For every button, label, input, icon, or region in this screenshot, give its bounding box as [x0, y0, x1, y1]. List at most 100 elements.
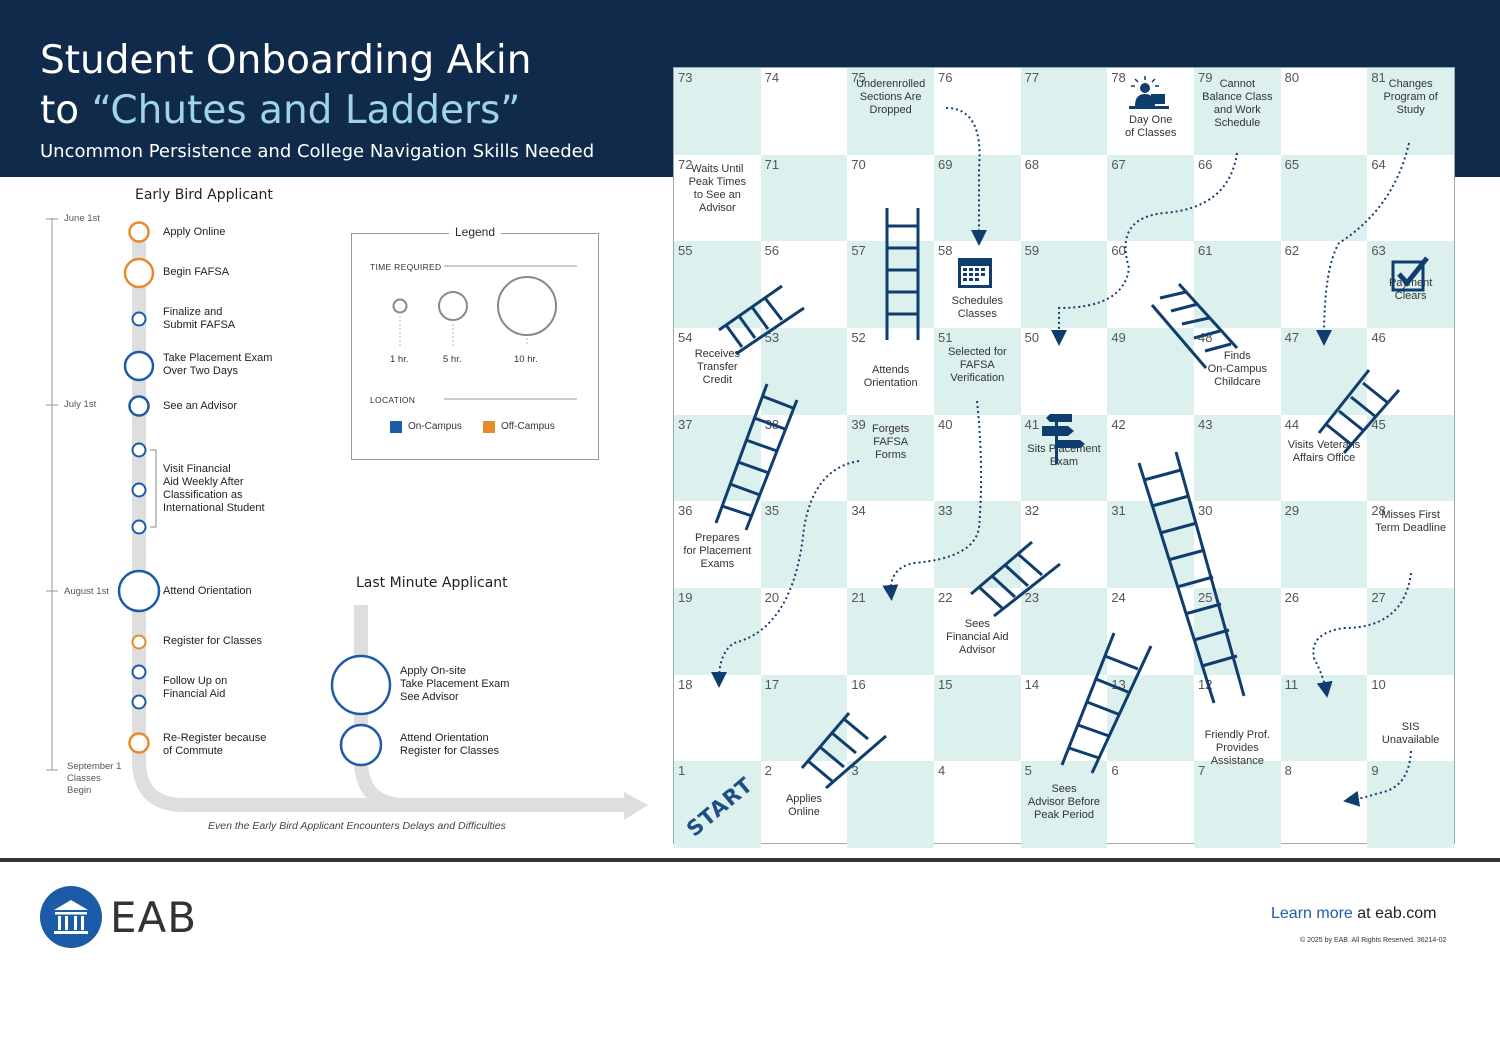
- square-number: 69: [938, 156, 953, 172]
- square-label: Misses First Term Deadline: [1375, 509, 1447, 535]
- ladder-44-45: [1317, 369, 1401, 454]
- eab-logo-icon: [40, 886, 102, 948]
- square-number: 18: [678, 676, 693, 692]
- square-number: 35: [764, 503, 780, 519]
- step-finalize-fafsa: Finalize and Submit FAFSA: [163, 306, 236, 331]
- square-number: 24: [1111, 590, 1126, 605]
- ladder-2-23: [800, 712, 887, 790]
- square-number: 1: [678, 763, 686, 779]
- square-number: 34: [851, 503, 866, 519]
- date-september: September 1 Classes Begin: [67, 761, 122, 796]
- board-square-61: 61: [1194, 241, 1281, 329]
- board-square-71: 71: [760, 154, 848, 242]
- board-square-50: 50: [1021, 328, 1108, 415]
- square-number: 60: [1111, 243, 1126, 259]
- title-line-2: to “Chutes and Ladders”: [40, 86, 531, 136]
- square-number: 29: [1284, 503, 1300, 519]
- square-number: 8: [1284, 763, 1292, 779]
- square-number: 20: [764, 590, 780, 605]
- board-square-80: 80: [1281, 68, 1368, 155]
- square-number: 81: [1371, 70, 1386, 85]
- chute-76-58: [945, 107, 987, 246]
- board-square-23: 23: [1020, 588, 1108, 675]
- square-label: Friendly Prof. Provides Assistance: [1204, 728, 1271, 767]
- square-number: 56: [764, 243, 780, 259]
- title-line-2-prefix: to: [40, 88, 92, 133]
- square-number: 46: [1371, 330, 1386, 345]
- square-number: 7: [1198, 763, 1206, 779]
- ladder-48-61: [1150, 282, 1239, 369]
- square-label: Applies Online: [785, 793, 823, 819]
- square-number: 36: [678, 503, 693, 519]
- date-july: July 1st: [64, 399, 97, 410]
- footer-divider: [0, 858, 1500, 862]
- early-bird-title: Early Bird Applicant: [135, 187, 273, 203]
- board-square-30: 30: [1194, 501, 1281, 588]
- chute-79-50: [1051, 152, 1238, 346]
- board-square-21: 21: [847, 588, 935, 675]
- timeline-caption: Even the Early Bird Applicant Encounters…: [208, 820, 506, 832]
- square-number: 27: [1371, 590, 1386, 605]
- timeline-graphic: [46, 218, 648, 820]
- board-square-77: 77: [1020, 68, 1108, 155]
- learn-more-link[interactable]: Learn more: [1271, 905, 1353, 922]
- board-square-56: 56: [761, 241, 848, 328]
- square-number: 15: [938, 676, 953, 692]
- eab-logo-text: EAB: [110, 893, 198, 942]
- square-number: 17: [764, 676, 780, 692]
- board-square-59: 59: [1020, 241, 1108, 329]
- board-square-19: 19: [674, 588, 761, 675]
- board-square-29: 29: [1280, 501, 1368, 589]
- square-number: 23: [1024, 590, 1040, 605]
- board-square-35: 35: [760, 501, 848, 589]
- board-square-70: 70: [847, 155, 934, 242]
- step-follow-up-aid: Follow Up on Financial Aid: [163, 675, 228, 700]
- legend-location-heading: LOCATION: [370, 395, 416, 405]
- board-square-37: 37: [674, 414, 761, 502]
- square-number: 71: [764, 156, 780, 172]
- square-label: Forgets FAFSA Forms: [872, 422, 910, 461]
- board-square-18: 18: [674, 675, 761, 762]
- board-square-65: 65: [1280, 154, 1368, 242]
- square-number: 59: [1024, 243, 1040, 259]
- board-square-8: 8: [1281, 761, 1368, 848]
- square-number: 54: [678, 330, 693, 345]
- step-attend-orientation: Attend Orientation: [163, 585, 252, 597]
- square-number: 57: [851, 243, 866, 259]
- square-number: 55: [678, 243, 693, 259]
- ladder-36-38: [714, 383, 799, 531]
- step-apply-online: Apply Online: [163, 226, 226, 238]
- chute-10-9: [1343, 750, 1412, 807]
- board-square-69: 69: [934, 154, 1021, 242]
- signpost-icon: [1042, 414, 1085, 464]
- board-square-55: 55: [674, 241, 761, 329]
- square-label: Cannot Balance Class and Work Schedule: [1202, 78, 1273, 129]
- square-number: 74: [764, 70, 780, 85]
- date-june: June 1st: [64, 213, 100, 224]
- calendar-icon: [958, 258, 992, 288]
- legend-off-campus-swatch: [483, 421, 495, 433]
- board-square-66: 66: [1194, 155, 1281, 242]
- board-square-17: 17: [760, 674, 848, 762]
- board-square-9: 9: [1367, 761, 1455, 849]
- board-square-49: 49: [1107, 328, 1195, 415]
- chutes: [711, 107, 1412, 807]
- board-square-27: 27: [1367, 588, 1455, 675]
- person-desk-icon: [1129, 76, 1169, 109]
- square-number: 51: [938, 330, 953, 345]
- board-square-15: 15: [934, 674, 1021, 762]
- square-label: Changes Program of Study: [1383, 78, 1438, 116]
- square-label: Selected for FAFSA Verification: [947, 346, 1007, 384]
- square-label: SIS Unavailable: [1381, 720, 1440, 746]
- checkmark-icon: [1391, 256, 1429, 292]
- square-number: 61: [1198, 243, 1213, 259]
- ladders: [714, 208, 1401, 790]
- learn-more-line: Learn more at eab.com: [1271, 905, 1436, 923]
